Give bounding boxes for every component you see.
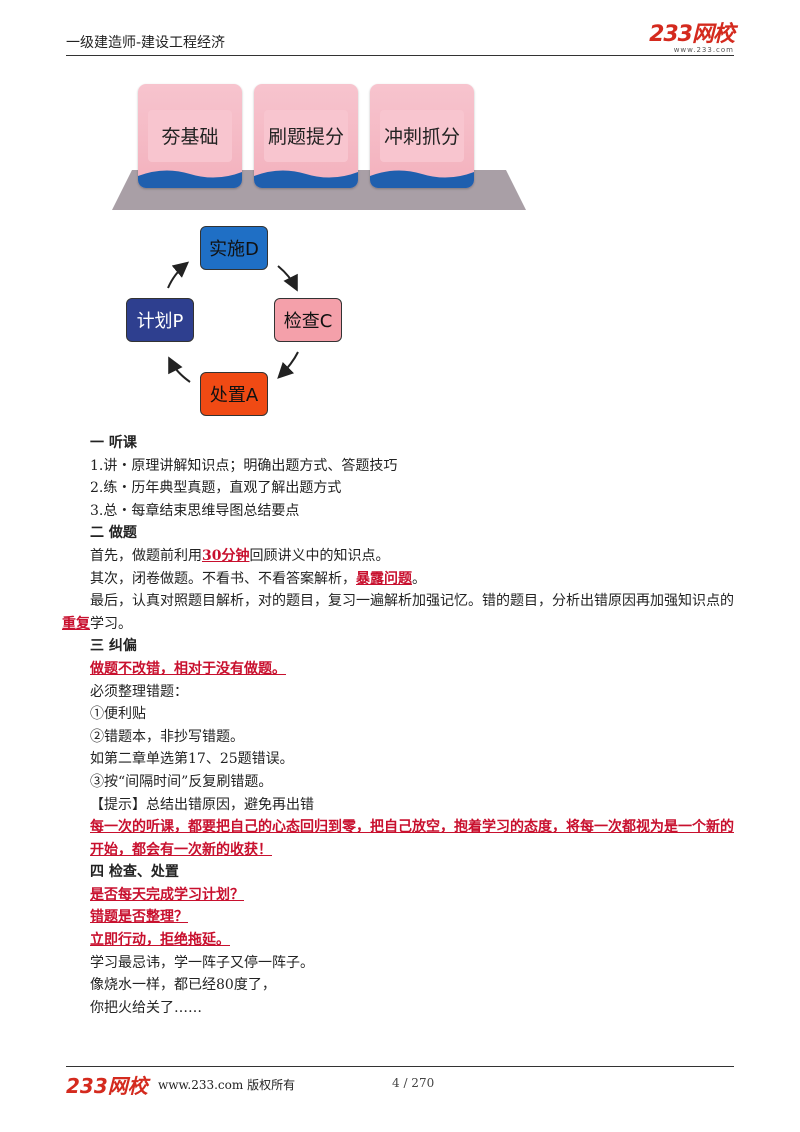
paragraph: 最后，认真对照题目解析，对的题目，复习一遍解析加强记忆。错的题目，分析出错原因再… — [62, 590, 740, 635]
section-heading: 四 检查、处置 — [90, 864, 179, 881]
emphasis-text: 重复 — [62, 615, 90, 632]
text-span: 回顾讲义中的知识点。 — [249, 547, 390, 564]
page-number: 4 / 270 — [392, 1076, 435, 1090]
paragraph: 你把火给关了…… — [90, 999, 202, 1016]
paragraph: ①便利贴 — [90, 706, 146, 723]
header-divider — [66, 55, 734, 56]
footer-logo: 233网校 — [66, 1074, 148, 1098]
emphasis-text: 暴露问题 — [356, 570, 412, 587]
document-header-title: 一级建造师-建设工程经济 — [66, 35, 226, 51]
emphasis-text: 立即行动，拒绝拖延。 — [90, 932, 230, 949]
section-heading: 三 纠偏 — [90, 638, 137, 655]
wave-decoration — [254, 170, 358, 188]
footer-divider — [66, 1066, 734, 1067]
paragraph: 其次，闭卷做题。不看书、不看答案解析，暴露问题。 — [90, 568, 740, 591]
emphasis-text: 30分钟 — [202, 547, 250, 564]
block-sprint-label: 冲刺抓分 — [383, 126, 460, 148]
pdca-do-box: 实施D — [200, 226, 268, 270]
block-sprint: 冲刺抓分 — [370, 84, 474, 188]
footer-copyright: www.233.com 版权所有 — [158, 1078, 296, 1092]
header-logo: 233网校 www.233.com — [649, 22, 735, 55]
emphasis-text: 错题是否整理？ — [90, 909, 188, 926]
paragraph: 【提示】总结出错原因，避免再出错 — [90, 796, 314, 813]
block-practice-label: 刷题提分 — [267, 126, 344, 148]
paragraph: 学习最忌讳，学一阵子又停一阵子。 — [90, 954, 314, 971]
pdca-arrows — [167, 261, 299, 383]
block-practice: 刷题提分 — [254, 84, 358, 188]
header-logo-text: 233网校 — [649, 22, 735, 47]
emphasis-text: 每一次的听课，都要把自己的心态回归到零，把自己放空，抱着学习的态度，将每一次都视… — [90, 819, 734, 858]
header-logo-url: www.233.com — [673, 46, 734, 54]
emphasis-text: 是否每天完成学习计划？ — [90, 886, 244, 903]
text-span: 。 — [412, 570, 426, 587]
paragraph: 首先，做题前利用30分钟回顾讲义中的知识点。 — [90, 545, 740, 568]
section-heading: 二 做题 — [90, 525, 137, 542]
paragraph: 2.练・历年典型真题，直观了解出题方式 — [90, 480, 342, 497]
text-span: 其次，闭卷做题。不看书、不看答案解析， — [90, 570, 356, 587]
section-heading: 一 听课 — [90, 435, 137, 451]
paragraph: 像烧水一样，都已经80度了， — [90, 977, 276, 994]
text-span: 首先，做题前利用 — [90, 547, 202, 564]
block-foundation-label: 夯基础 — [161, 126, 219, 148]
wave-decoration — [370, 170, 474, 188]
paragraph: 如第二章单选第17、25题错误。 — [90, 751, 294, 768]
pdca-plan-box: 计划P — [126, 298, 194, 342]
paragraph: ②错题本，非抄写错题。 — [90, 728, 244, 745]
block-foundation: 夯基础 — [138, 84, 242, 188]
text-span: 最后，认真对照题目解析，对的题目，复习一遍解析加强记忆。错的题目，分析出错原因再… — [90, 593, 734, 610]
emphasis-text: 做题不改错，相对于没有做题。 — [90, 660, 286, 677]
text-span: 学习。 — [90, 615, 132, 632]
paragraph: 1.讲・原理讲解知识点；明确出题方式、答题技巧 — [90, 457, 398, 474]
paragraph: 必须整理错题： — [90, 683, 188, 700]
document-body: 一 听课 1.讲・原理讲解知识点；明确出题方式、答题技巧 2.练・历年典型真题，… — [62, 432, 740, 1019]
wave-decoration — [138, 170, 242, 188]
pdca-check-box: 检查C — [274, 298, 342, 342]
paragraph: 3.总・每章结束思维导图总结要点 — [90, 502, 300, 519]
pdca-act-box: 处置A — [200, 372, 268, 416]
paragraph: ③按“间隔时间”反复刷错题。 — [90, 773, 273, 790]
